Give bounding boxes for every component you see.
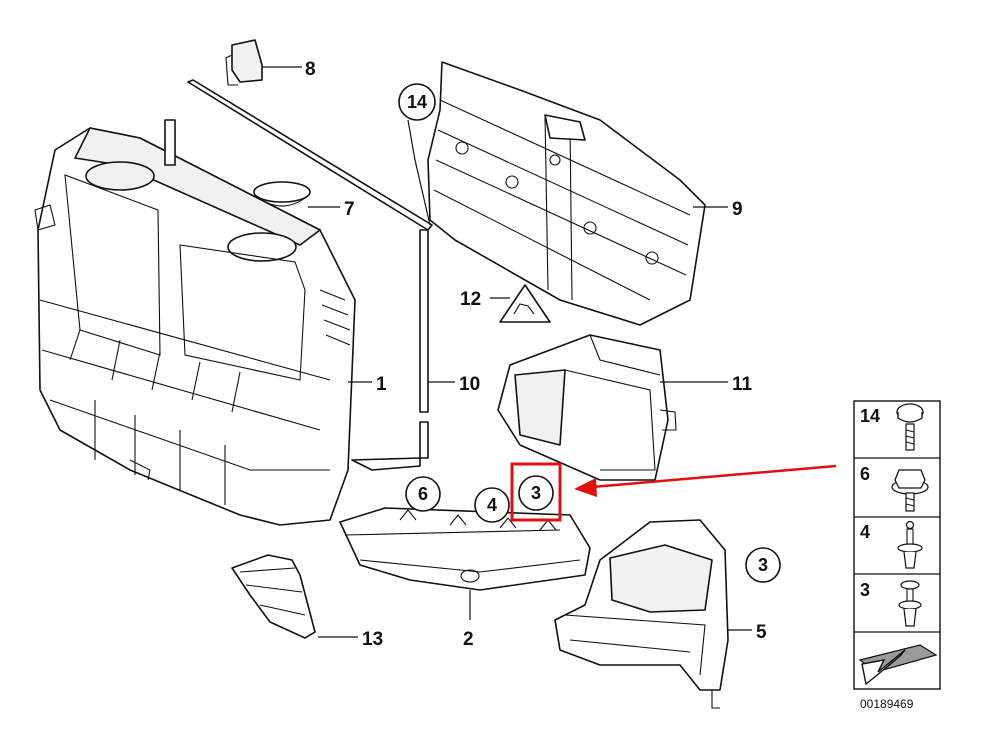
part-2-lower-duct xyxy=(339,507,591,591)
part-9-air-guide xyxy=(427,61,706,326)
svg-text:4: 4 xyxy=(487,495,497,515)
part-5-duct xyxy=(554,519,729,709)
part-12-warning-label xyxy=(499,284,551,323)
callout-1: 1 xyxy=(376,374,387,395)
callout-5: 5 xyxy=(756,622,767,643)
legend-mounting-arrow-icon xyxy=(858,644,938,686)
callout-8: 8 xyxy=(305,59,316,80)
legend-hex-screw-icon xyxy=(891,469,929,512)
leader-lines xyxy=(262,66,752,638)
svg-text:3: 3 xyxy=(531,483,541,503)
svg-text:6: 6 xyxy=(418,484,428,504)
diagram-reference-number: 00189469 xyxy=(860,697,914,711)
legend-expansion-rivet-icon xyxy=(897,520,923,569)
callout-13: 13 xyxy=(362,629,383,650)
callout-7: 7 xyxy=(344,199,355,220)
circled-ref-3: 3 xyxy=(745,547,781,583)
part-7-grommet xyxy=(253,181,311,207)
svg-text:14: 14 xyxy=(407,92,427,112)
fastener-legend: 14 6 4 3 xyxy=(853,400,941,690)
circled-ref-14: 14 xyxy=(398,83,436,121)
legend-screw-icon xyxy=(896,403,924,451)
callout-2: 2 xyxy=(463,629,474,650)
highlight-box xyxy=(510,462,562,522)
circled-ref-3-highlighted: 3 xyxy=(518,475,554,511)
part-13-air-deflector xyxy=(231,554,316,639)
part-8-clip xyxy=(225,39,263,86)
circled-ref-4: 4 xyxy=(474,487,510,523)
circled-ref-6: 6 xyxy=(405,476,441,512)
legend-label-14: 14 xyxy=(860,406,880,426)
legend-label-4: 4 xyxy=(860,522,870,542)
callout-12: 12 xyxy=(460,289,481,310)
callout-11: 10 xyxy=(459,374,480,395)
legend-push-rivet-icon xyxy=(898,580,922,627)
highlight-arrow xyxy=(574,464,837,497)
callout-9: 9 xyxy=(732,199,743,220)
legend-label-3: 3 xyxy=(860,580,870,600)
callout-10: 11 xyxy=(732,374,753,395)
part-10-duct xyxy=(497,334,677,481)
part-11-seal xyxy=(187,79,433,471)
legend-label-6: 6 xyxy=(860,464,870,484)
svg-text:3: 3 xyxy=(758,555,768,575)
part-1-air-shroud xyxy=(34,119,356,526)
